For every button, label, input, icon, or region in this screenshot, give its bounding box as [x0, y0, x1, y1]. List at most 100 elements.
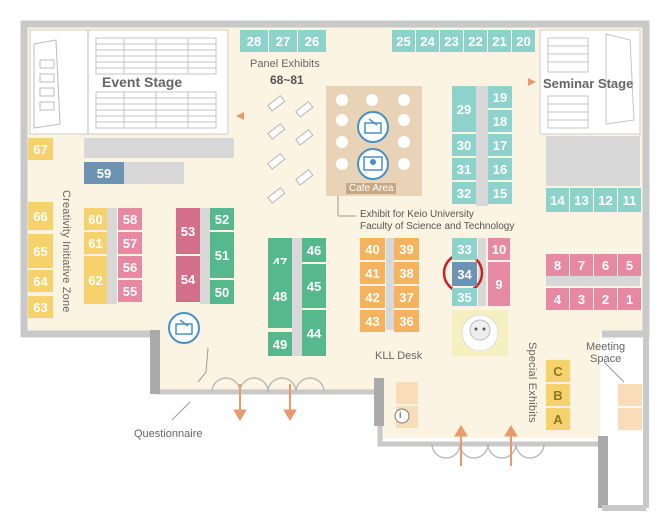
event-stage-platform — [33, 39, 61, 129]
booth-6[interactable]: 6 — [594, 254, 617, 276]
partition-top-left — [84, 138, 234, 158]
booth-16[interactable]: 16 — [488, 158, 512, 180]
entrance-arrow-1 — [233, 384, 247, 421]
booth-32[interactable]: 32 — [452, 182, 476, 204]
booth-51[interactable]: 51 — [210, 232, 234, 278]
booth-37[interactable]: 37 — [394, 286, 419, 308]
booth-40[interactable]: 40 — [360, 238, 385, 260]
booth-36[interactable]: 36 — [394, 310, 419, 332]
partition-60-58 — [107, 208, 117, 304]
seminar-stage-area — [539, 29, 641, 135]
booth-38[interactable]: 38 — [394, 262, 419, 284]
questionnaire-leader — [197, 347, 209, 383]
booth-65[interactable]: 65 — [28, 234, 53, 268]
booth-2[interactable]: 2 — [594, 288, 617, 310]
questionnaire-label: Questionnaire — [134, 428, 203, 440]
booth-67[interactable]: 67 — [28, 138, 53, 160]
partition-right — [546, 136, 640, 186]
event-stage-title: Event Stage — [102, 74, 183, 90]
booth-62[interactable]: 62 — [84, 256, 107, 304]
partition-right-rows — [546, 276, 640, 286]
panel-exhibits-title: Panel Exhibits — [250, 58, 320, 70]
booth-53[interactable]: 53 — [176, 208, 200, 254]
booth-46[interactable]: 46 — [302, 238, 326, 262]
booth-31[interactable]: 31 — [452, 158, 476, 180]
booth-39[interactable]: 39 — [394, 238, 419, 260]
booth-9[interactable]: 9 — [488, 262, 510, 306]
booth-27[interactable]: 27 — [269, 30, 297, 52]
booth-29[interactable]: 29 — [452, 86, 476, 132]
booth-34[interactable]: 34 — [452, 262, 477, 286]
entrance-arrow-3 — [454, 425, 468, 466]
booth-35[interactable]: 35 — [452, 288, 477, 306]
booth-43[interactable]: 43 — [360, 310, 385, 332]
booth-59[interactable]: 59 — [84, 162, 124, 184]
booth-24[interactable]: 24 — [416, 30, 439, 52]
booth-42[interactable]: 42 — [360, 286, 385, 308]
wall-pillar-right — [598, 436, 608, 508]
booth-48[interactable]: 48 — [268, 264, 292, 328]
meeting-space-label-2: Space — [590, 353, 622, 365]
booth-18[interactable]: 18 — [488, 110, 512, 132]
partition-40-39 — [386, 238, 394, 330]
booth-8[interactable]: 8 — [546, 254, 569, 276]
booth-a[interactable]: A — [546, 408, 570, 430]
meeting-space-label-1: Meeting — [586, 341, 626, 353]
booth-49[interactable]: 49 — [268, 332, 292, 356]
booth-3[interactable]: 3 — [570, 288, 593, 310]
booth-15[interactable]: 15 — [488, 182, 512, 204]
booth-19[interactable]: 19 — [488, 86, 512, 108]
wall-pillar-mid — [374, 378, 384, 426]
cafe-ballot-icon — [357, 111, 389, 143]
cafe-tables — [336, 94, 410, 170]
booth-12[interactable]: 12 — [594, 188, 617, 212]
booth-11[interactable]: 11 — [618, 188, 641, 212]
booth-60[interactable]: 60 — [84, 208, 107, 230]
booth-22[interactable]: 22 — [464, 30, 487, 52]
questionnaire-icon — [168, 312, 200, 344]
partition-29-19 — [476, 86, 488, 206]
booth-14[interactable]: 14 — [546, 188, 569, 212]
booth-10[interactable]: 10 — [488, 238, 510, 260]
booth-13[interactable]: 13 — [570, 188, 593, 212]
partition-59 — [124, 162, 184, 184]
booth-17[interactable]: 17 — [488, 134, 512, 156]
booth-41[interactable]: 41 — [360, 262, 385, 284]
booth-28[interactable]: 28 — [240, 30, 268, 52]
outer-wall — [20, 20, 650, 338]
kll-desk-label: KLL Desk — [375, 350, 423, 362]
booth-30[interactable]: 30 — [452, 134, 476, 156]
booth-58[interactable]: 58 — [118, 208, 142, 230]
booth-66[interactable]: 66 — [28, 202, 53, 230]
booth-33[interactable]: 33 — [452, 238, 477, 260]
meeting-space-area — [618, 384, 642, 406]
booth-26[interactable]: 26 — [298, 30, 326, 52]
booth-44[interactable]: 44 — [302, 310, 326, 356]
booth-5[interactable]: 5 — [618, 254, 641, 276]
booth-4[interactable]: 4 — [546, 288, 569, 310]
booth-63[interactable]: 63 — [28, 296, 53, 318]
cafe-area-label: Cafe Area — [346, 183, 397, 194]
booth-54[interactable]: 54 — [176, 256, 200, 302]
booth-61[interactable]: 61 — [84, 232, 107, 254]
booth-1[interactable]: 1 — [618, 288, 641, 310]
booth-7[interactable]: 7 — [570, 254, 593, 276]
booth-64[interactable]: 64 — [28, 270, 53, 292]
booth-45[interactable]: 45 — [302, 264, 326, 308]
booth-57[interactable]: 57 — [118, 232, 142, 254]
booth-25[interactable]: 25 — [392, 30, 415, 52]
creativity-zone-label: Creativity Initiative Zone — [60, 190, 72, 313]
booth-52[interactable]: 52 — [210, 208, 234, 230]
booth-23[interactable]: 23 — [440, 30, 463, 52]
keio-exhibit-line2: Faculty of Science and Technology — [360, 221, 515, 232]
booth-c[interactable]: C — [546, 360, 570, 382]
door-bottom-left — [211, 377, 325, 393]
booth-b[interactable]: B — [546, 384, 570, 406]
special-exhibits-label: Special Exhibits — [526, 342, 538, 423]
booth-21[interactable]: 21 — [488, 30, 511, 52]
booth-55[interactable]: 55 — [118, 280, 142, 302]
booth-50[interactable]: 50 — [210, 280, 234, 304]
kll-desk-area — [396, 382, 418, 404]
booth-20[interactable]: 20 — [512, 30, 535, 52]
booth-56[interactable]: 56 — [118, 256, 142, 278]
